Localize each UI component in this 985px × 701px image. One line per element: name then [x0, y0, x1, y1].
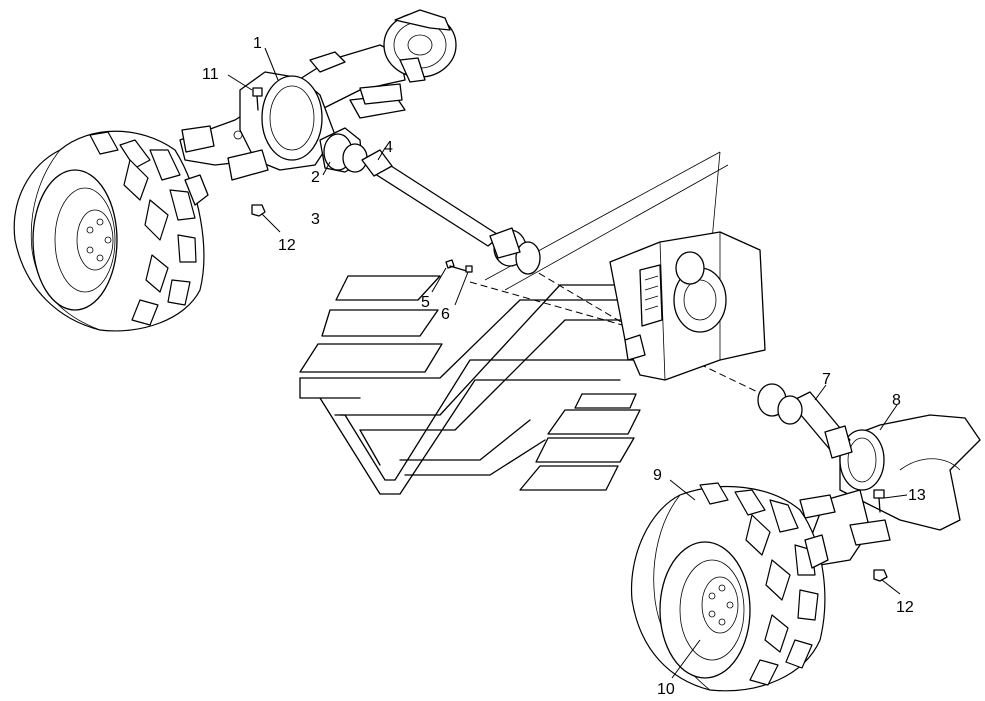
callout-7: 7 — [822, 371, 831, 388]
callout-12-front: 12 — [278, 237, 296, 254]
bolt-13 — [873, 489, 885, 499]
callout-13: 13 — [908, 487, 926, 504]
callout-5: 5 — [421, 294, 430, 311]
frame-chevron-outline — [299, 284, 641, 495]
fasteners — [251, 87, 888, 582]
callout-labels: 1 2 3 4 5 6 7 8 9 10 11 12 12 13 — [202, 35, 926, 698]
rear-wheel — [630, 482, 829, 692]
leader-lines — [227, 47, 908, 679]
callout-11: 11 — [202, 66, 219, 83]
washer-6 — [465, 265, 473, 273]
callout-1: 1 — [253, 35, 262, 52]
callout-6: 6 — [441, 306, 450, 323]
front-wheel — [13, 130, 209, 332]
callout-9: 9 — [653, 467, 662, 484]
callout-4: 4 — [384, 139, 393, 156]
front-drive-axle — [179, 9, 457, 181]
frame-plates — [299, 275, 641, 491]
callout-12-rear: 12 — [896, 599, 914, 616]
callout-3: 3 — [311, 211, 320, 228]
callout-2: 2 — [311, 169, 320, 186]
rear-drive-shaft — [757, 383, 853, 459]
callout-10: 10 — [657, 681, 675, 698]
callout-8: 8 — [892, 392, 901, 409]
bolt-11 — [252, 87, 263, 97]
front-drive-shaft — [361, 149, 541, 275]
transfer-gearbox — [609, 231, 766, 381]
nut-12-rear — [873, 569, 888, 582]
